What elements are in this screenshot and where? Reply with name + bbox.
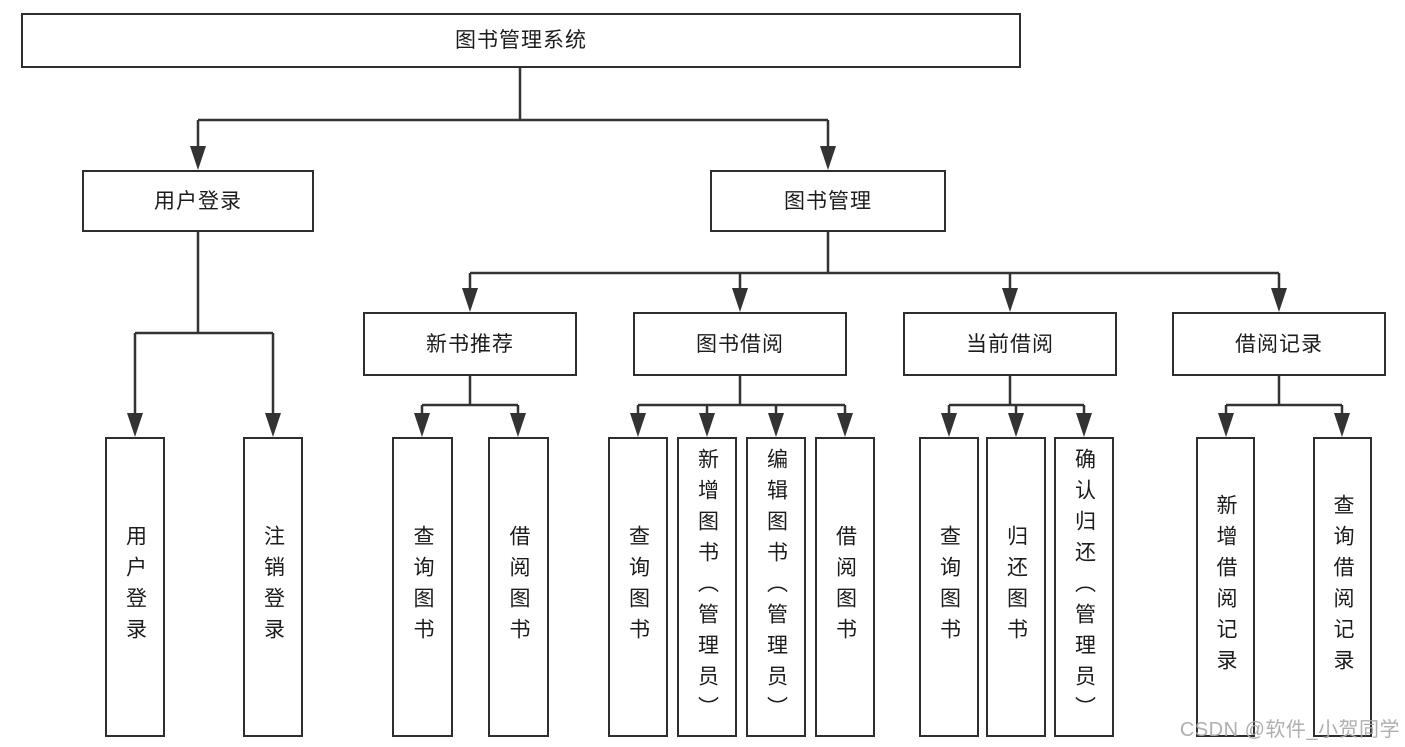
- leaf-add-borrow-record: 新增借阅记录: [1196, 437, 1255, 737]
- leaf-query-borrow-record: 查询借阅记录: [1313, 437, 1372, 737]
- leaf-add-book-admin: 新增图书（管理员）: [677, 437, 737, 737]
- leaf-query-current: 查询图书: [919, 437, 979, 737]
- node-new-book-recommend: 新书推荐: [363, 312, 577, 376]
- leaf-borrow-book-recommend: 借阅图书: [488, 437, 549, 737]
- node-root: 图书管理系统: [21, 13, 1021, 68]
- node-borrow-record: 借阅记录: [1172, 312, 1386, 376]
- leaf-edit-book-admin: 编辑图书（管理员）: [746, 437, 806, 737]
- node-book-borrow: 图书借阅: [633, 312, 847, 376]
- leaf-logout: 注销登录: [243, 437, 303, 737]
- node-book-management: 图书管理: [710, 170, 946, 232]
- node-current-borrow: 当前借阅: [903, 312, 1117, 376]
- leaf-user-login: 用户登录: [105, 437, 165, 737]
- leaf-query-book: 查询图书: [608, 437, 668, 737]
- arrowhead-icon: [127, 146, 1350, 437]
- csdn-watermark: CSDN @软件_小贺同学: [1179, 719, 1400, 741]
- leaf-query-book-recommend: 查询图书: [392, 437, 453, 737]
- leaf-return-book: 归还图书: [986, 437, 1046, 737]
- leaf-confirm-return-admin: 确认归还（管理员）: [1054, 437, 1114, 737]
- leaf-borrow-book: 借阅图书: [815, 437, 875, 737]
- node-user-login: 用户登录: [82, 170, 314, 232]
- connector-path: [133, 68, 1344, 415]
